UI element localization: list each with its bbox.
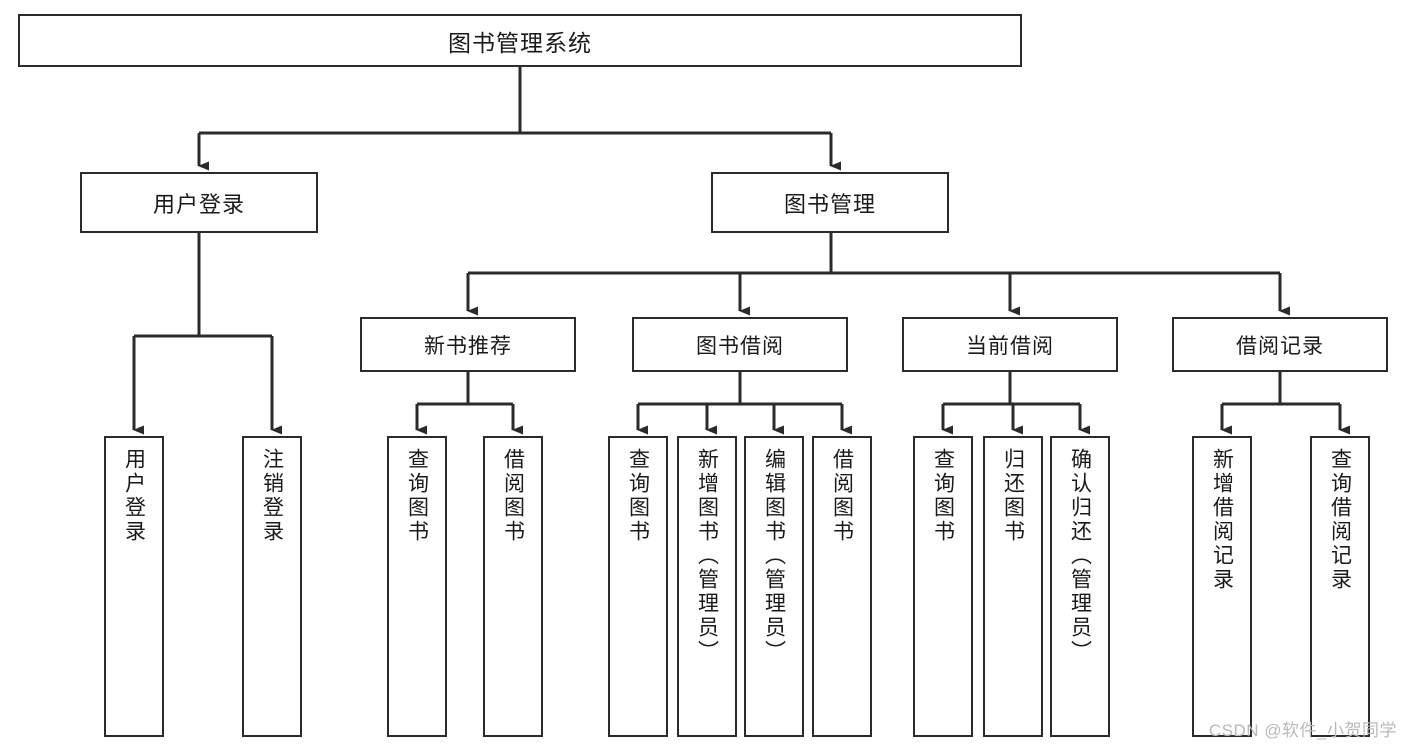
node-borrow-records-label: 借阅记录 bbox=[1236, 334, 1324, 358]
leaf-node-label: 编辑图书（管理员） bbox=[762, 448, 786, 664]
node-current-borrow-label: 当前借阅 bbox=[966, 334, 1054, 358]
leaf-node[interactable]: 查询借阅记录 bbox=[1310, 436, 1370, 737]
node-root-label: 图书管理系统 bbox=[448, 29, 592, 56]
node-new-book-recommend-label: 新书推荐 bbox=[424, 334, 512, 358]
leaf-node-label: 新增借阅记录 bbox=[1210, 448, 1234, 592]
node-user-login-label: 用户登录 bbox=[152, 191, 245, 217]
leaf-node[interactable]: 借阅图书 bbox=[812, 436, 872, 737]
leaf-node-label: 归还图书 bbox=[1001, 448, 1025, 544]
leaf-node-label: 查询图书 bbox=[405, 448, 429, 544]
leaf-node[interactable]: 编辑图书（管理员） bbox=[744, 436, 804, 737]
leaf-node[interactable]: 查询图书 bbox=[608, 436, 668, 737]
leaf-node[interactable]: 新增图书（管理员） bbox=[677, 436, 737, 737]
node-current-borrow[interactable]: 当前借阅 bbox=[902, 317, 1118, 372]
leaf-node-label: 查询图书 bbox=[626, 448, 650, 544]
node-new-book-recommend[interactable]: 新书推荐 bbox=[360, 317, 576, 372]
leaf-node[interactable]: 查询图书 bbox=[913, 436, 973, 737]
node-book-borrow[interactable]: 图书借阅 bbox=[632, 317, 848, 372]
leaf-node-label: 新增图书（管理员） bbox=[695, 448, 719, 664]
leaf-node-label: 查询图书 bbox=[931, 448, 955, 544]
leaf-node-label: 借阅图书 bbox=[830, 448, 854, 544]
leaf-node-label: 用户登录 bbox=[122, 448, 146, 544]
leaf-node[interactable]: 归还图书 bbox=[983, 436, 1043, 737]
node-root-system[interactable]: 图书管理系统 bbox=[18, 14, 1022, 67]
node-book-management-label: 图书管理 bbox=[783, 191, 876, 217]
node-book-borrow-label: 图书借阅 bbox=[696, 334, 784, 358]
leaf-node[interactable]: 注销登录 bbox=[242, 436, 302, 737]
leaf-node-label: 注销登录 bbox=[260, 448, 284, 544]
leaf-node-label: 确认归还（管理员） bbox=[1068, 448, 1092, 664]
leaf-node[interactable]: 确认归还（管理员） bbox=[1050, 436, 1110, 737]
leaf-node[interactable]: 借阅图书 bbox=[483, 436, 543, 737]
watermark-text: CSDN @软件_小贺同学 bbox=[1208, 721, 1397, 740]
node-borrow-records[interactable]: 借阅记录 bbox=[1172, 317, 1388, 372]
node-book-management[interactable]: 图书管理 bbox=[711, 172, 949, 233]
leaf-node[interactable]: 查询图书 bbox=[387, 436, 447, 737]
node-user-login[interactable]: 用户登录 bbox=[80, 172, 318, 233]
leaf-node-label: 借阅图书 bbox=[501, 448, 525, 544]
leaf-node[interactable]: 用户登录 bbox=[104, 436, 164, 737]
leaf-node-label: 查询借阅记录 bbox=[1328, 448, 1352, 592]
leaf-node[interactable]: 新增借阅记录 bbox=[1192, 436, 1252, 737]
